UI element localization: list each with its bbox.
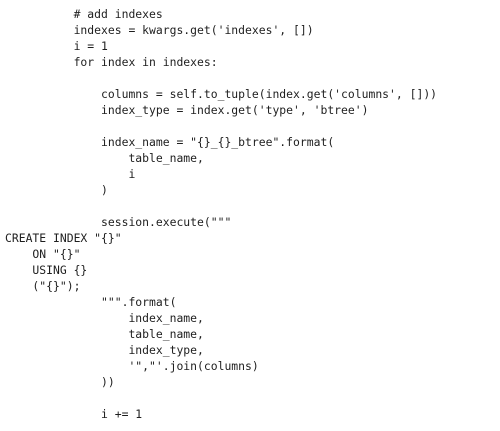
code-line: i bbox=[5, 167, 136, 181]
code-line: index_name, bbox=[5, 311, 204, 325]
code-line: columns = self.to_tuple(index.get('colum… bbox=[5, 87, 438, 101]
code-line: index_type, bbox=[5, 343, 204, 357]
code-line: indexes = kwargs.get('indexes', []) bbox=[5, 23, 314, 37]
code-line: # add indexes bbox=[5, 7, 163, 21]
code-line: i = 1 bbox=[5, 39, 108, 53]
code-line: table_name, bbox=[5, 151, 204, 165]
code-line: session.execute(""" bbox=[5, 215, 232, 229]
code-line: index_type = index.get('type', 'btree') bbox=[5, 103, 369, 117]
code-line: table_name, bbox=[5, 327, 204, 341]
code-line: ) bbox=[5, 183, 108, 197]
code-line: """.format( bbox=[5, 295, 177, 309]
code-line: index_name = "{}_{}_btree".format( bbox=[5, 135, 335, 149]
code-line: ("{}"); bbox=[5, 279, 81, 293]
code-line: for index in indexes: bbox=[5, 55, 218, 69]
code-line: '","'.join(columns) bbox=[5, 359, 259, 373]
code-line: USING {} bbox=[5, 263, 88, 277]
code-line: ON "{}" bbox=[5, 247, 81, 261]
code-line: CREATE INDEX "{}" bbox=[5, 231, 122, 245]
code-line: )) bbox=[5, 375, 115, 389]
code-line: i += 1 bbox=[5, 407, 143, 421]
